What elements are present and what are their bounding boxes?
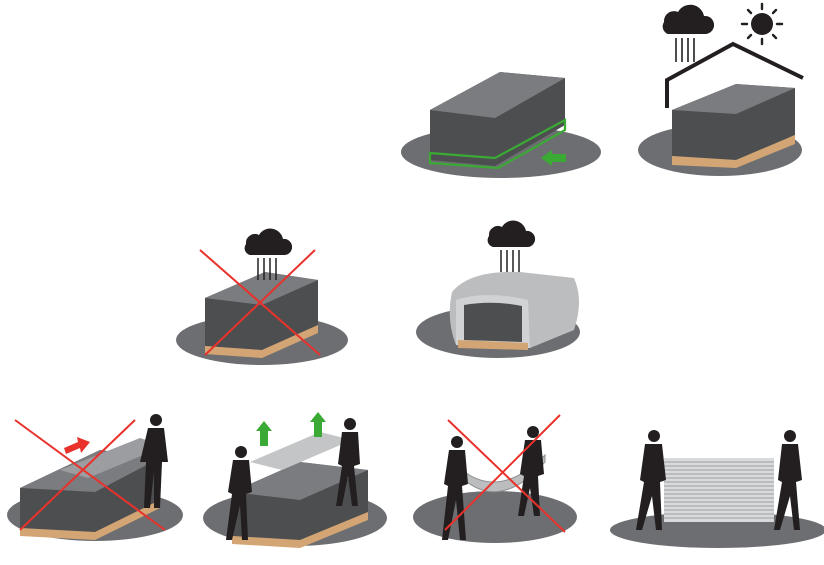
- pallet: [205, 325, 318, 358]
- cross-not-allowed-icon: [14, 419, 166, 531]
- arrow-up-green-icon: [310, 412, 326, 437]
- worker-silhouette: [442, 426, 544, 540]
- sheet-stack: [430, 72, 565, 166]
- worker-silhouette: [636, 430, 802, 530]
- panel-roof-storage: [638, 2, 804, 176]
- cross-not-allowed-icon: [444, 414, 566, 533]
- sheet-stack: [672, 84, 795, 160]
- sun-icon: [740, 2, 784, 46]
- panel-uncovered-rain: [176, 228, 348, 365]
- panel-drag-sheet: [7, 414, 183, 541]
- sheet-stack: [232, 432, 368, 540]
- worker-silhouette: [226, 418, 360, 540]
- arrow-right-red-icon: [64, 437, 90, 454]
- panel-lift-sheet: [203, 412, 387, 548]
- pallet: [20, 500, 160, 540]
- pallet: [672, 135, 795, 168]
- rain-cloud-icon: [487, 220, 536, 272]
- arrow-left-green-icon: [541, 150, 566, 166]
- arrow-up-green-icon: [256, 421, 272, 446]
- ground-shadow: [413, 491, 577, 543]
- panel-pallet-support: [401, 72, 601, 178]
- pallet: [232, 512, 368, 548]
- panel-flat-carry: [610, 430, 824, 548]
- sheet-stack: [664, 458, 774, 522]
- sheet-stack: [205, 272, 318, 350]
- worker-silhouette: [140, 414, 168, 508]
- pallet-outline: [428, 118, 567, 170]
- sheet-stack: [464, 302, 522, 342]
- panel-tarp-covered-rain: [416, 220, 580, 358]
- bent-sheet: [461, 453, 546, 493]
- rain-cloud-icon: [244, 228, 293, 280]
- rain-cloud-icon: [662, 4, 715, 62]
- cross-not-allowed-icon: [199, 249, 321, 356]
- pallet: [458, 340, 528, 350]
- roof-icon: [665, 41, 804, 108]
- panel-bent-carry: [413, 414, 577, 543]
